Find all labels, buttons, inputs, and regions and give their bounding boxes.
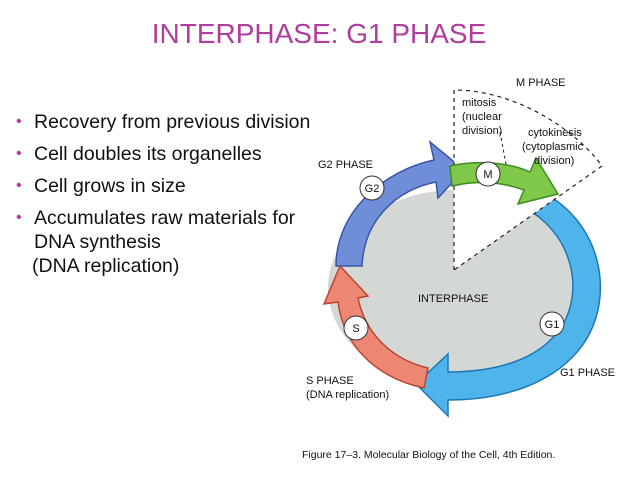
s-arc-arrow — [322, 264, 429, 389]
bullet-item: Cell grows in size — [14, 174, 314, 198]
s-phase-label: S PHASE — [306, 375, 354, 387]
figure-caption: Figure 17–3. Molecular Biology of the Ce… — [302, 449, 555, 461]
bullet-dot-icon — [16, 110, 22, 134]
mitosis-label: mitosis — [462, 97, 497, 109]
g1-phase-label: G1 PHASE — [560, 367, 615, 379]
svg-text:G1: G1 — [545, 319, 560, 331]
m-badge: M — [475, 161, 501, 187]
m-phase-label: M PHASE — [516, 77, 566, 89]
svg-text:G2: G2 — [365, 183, 380, 195]
cytokinesis-label: (cytoplasmic — [522, 141, 584, 153]
bullet-item: Accumulates raw materials for DNA synthe… — [14, 206, 314, 254]
bullet-continuation: (DNA replication) — [32, 255, 180, 277]
g2-badge: G2 — [359, 175, 385, 201]
bullet-list: Recovery from previous division Cell dou… — [14, 110, 314, 278]
mitosis-label: (nuclear — [462, 111, 502, 123]
s-badge: S — [343, 315, 369, 341]
cytokinesis-label: division) — [534, 155, 574, 167]
bullet-dot-icon — [16, 142, 22, 166]
g1-arc-arrow — [414, 190, 601, 418]
m-phase-dashed-boundary — [453, 89, 603, 271]
svg-text:M: M — [483, 169, 492, 181]
svg-text:S: S — [352, 323, 359, 335]
g2-arc-arrow — [335, 140, 466, 267]
mitosis-label: division) — [462, 125, 502, 137]
slide-title: INTERPHASE: G1 PHASE — [151, 18, 487, 49]
s-phase-label: (DNA replication) — [306, 389, 389, 401]
bullet-dot-icon — [16, 174, 22, 198]
bullet-text: Recovery from previous division — [34, 111, 311, 133]
cytokinesis-label: cytokinesis — [528, 127, 582, 139]
g1-badge: G1 — [539, 311, 565, 337]
bullet-item: Recovery from previous division — [14, 110, 314, 134]
bullet-text: Cell grows in size — [34, 175, 186, 197]
bullet-dot-icon — [16, 206, 22, 230]
bullet-text: Accumulates raw materials for DNA synthe… — [34, 207, 296, 253]
bullet-item: Cell doubles its organelles — [14, 142, 314, 166]
bullet-text: Cell doubles its organelles — [34, 143, 262, 165]
interphase-core — [328, 190, 584, 386]
g2-phase-label: G2 PHASE — [318, 159, 373, 171]
cell-cycle-diagram: G2 M S G1 M PHASE mitosis (nuclear divis… — [302, 77, 615, 461]
interphase-label: INTERPHASE — [418, 293, 488, 305]
